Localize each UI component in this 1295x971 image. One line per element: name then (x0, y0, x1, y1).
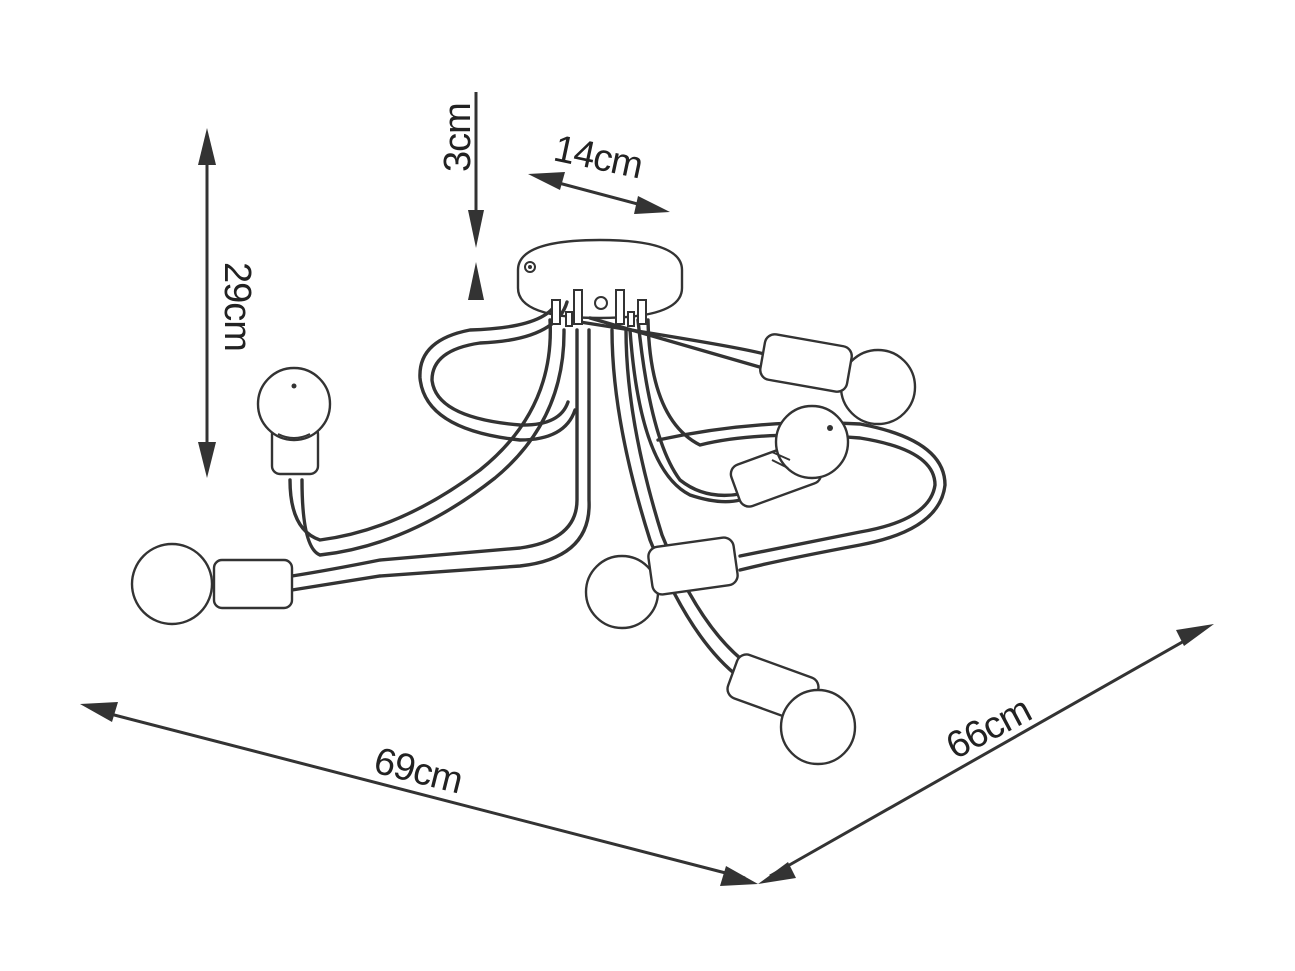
bulb-right-top (759, 333, 917, 426)
dimension-canopy-height: 3cm (437, 92, 484, 300)
bulb-bottom (726, 653, 857, 766)
canopy-tubes (551, 289, 647, 327)
lamp-arms (288, 298, 947, 680)
bulb-left-lower (130, 542, 294, 626)
dimension-canopy-diameter: 14cm (528, 128, 670, 214)
dimension-height: 29cm (198, 128, 258, 478)
depth-label: 66cm (940, 689, 1038, 768)
dimension-width: 69cm (80, 702, 758, 886)
canopy-diameter-label: 14cm (550, 128, 646, 188)
bulb-center-right (584, 536, 739, 630)
bulb-left-top (256, 366, 332, 476)
height-label: 29cm (216, 262, 258, 351)
lamp-illustration (130, 238, 947, 766)
canopy-height-label: 3cm (437, 103, 479, 172)
bulb-right-middle (729, 404, 850, 508)
canopy (516, 238, 684, 320)
